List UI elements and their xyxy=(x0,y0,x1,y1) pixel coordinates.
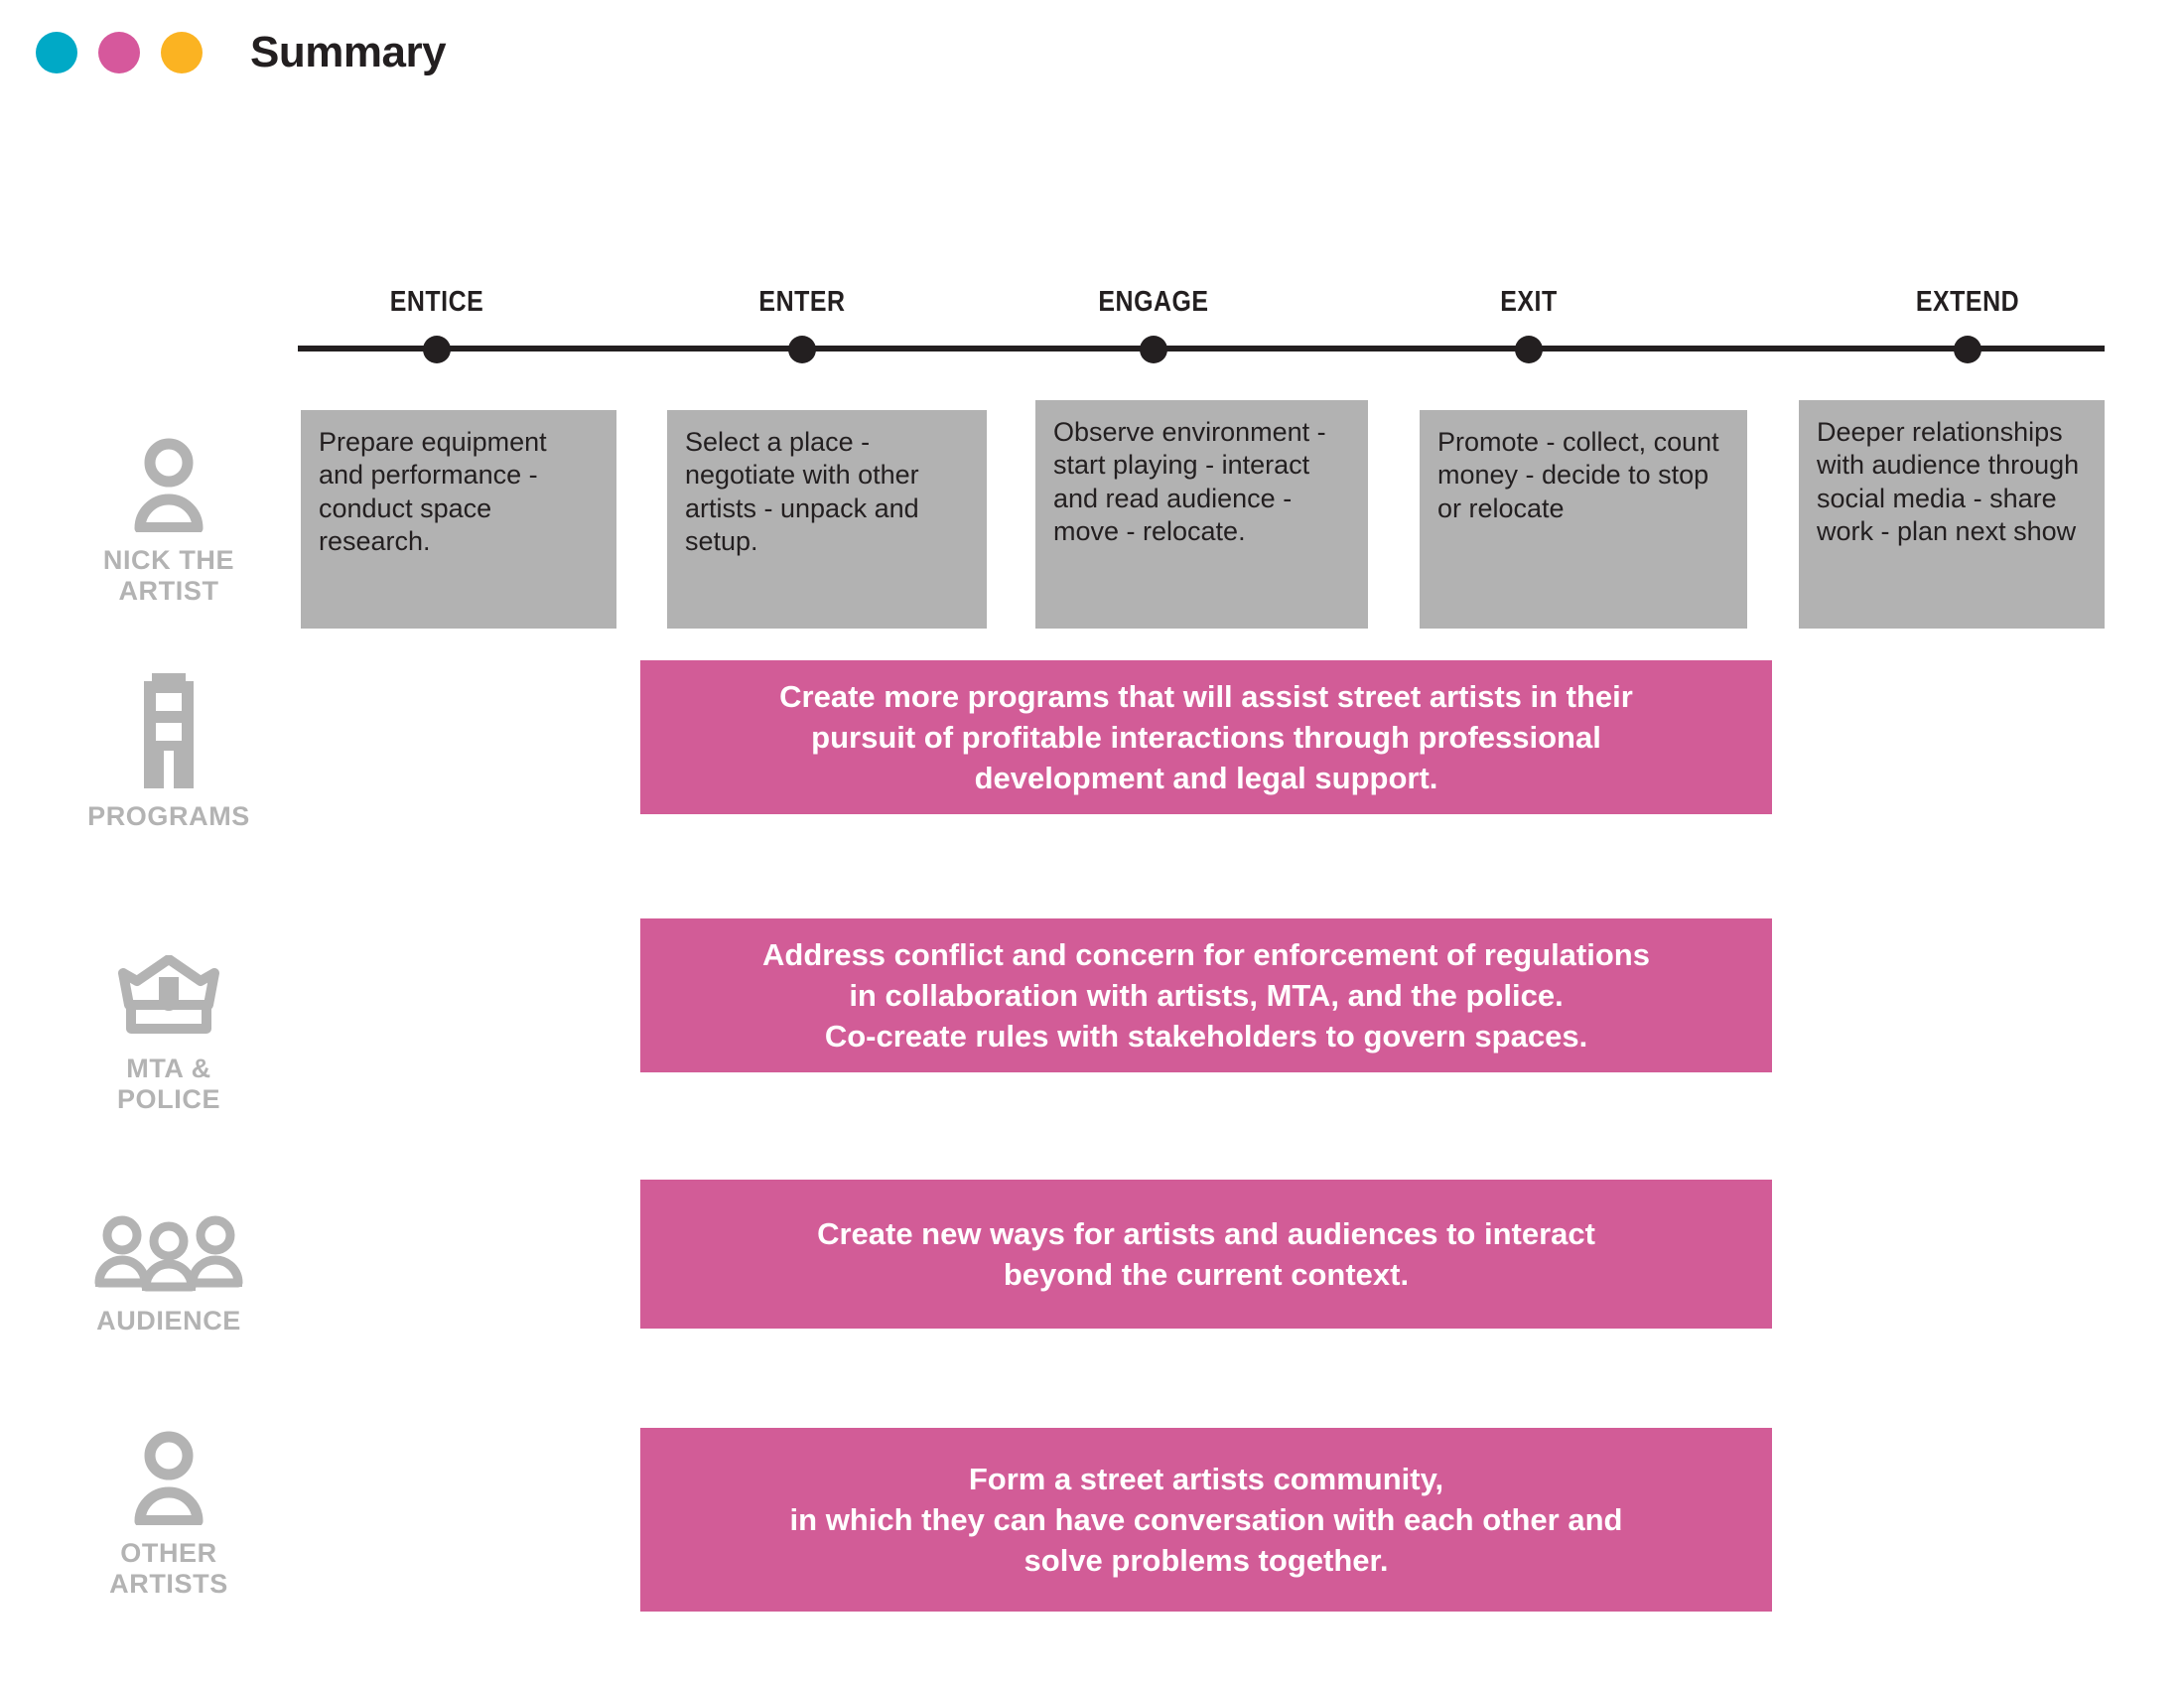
timeline-stage-exit[interactable]: EXIT xyxy=(1370,288,1688,363)
recommendation-audience: Create new ways for artists and audience… xyxy=(640,1180,1772,1329)
journey-cell-exit: Promote - collect, count money - decide … xyxy=(1420,410,1747,629)
timeline-stage-engage[interactable]: ENGAGE xyxy=(995,288,1312,363)
timeline-stage-extend[interactable]: EXTEND xyxy=(1809,288,2126,363)
timeline-node-icon xyxy=(788,336,816,363)
row-header-other-artists: OTHER ARTISTS xyxy=(60,1430,278,1600)
person-icon xyxy=(60,1430,278,1530)
row-label-line-1: PROGRAMS xyxy=(87,801,250,831)
journey-cell-text: Prepare equipment and performance - cond… xyxy=(319,427,547,557)
dot-pink-icon xyxy=(98,32,140,73)
row-label-other-artists: OTHER ARTISTS xyxy=(60,1538,278,1600)
police-cap-icon xyxy=(60,954,278,1046)
timeline-node-icon xyxy=(1515,336,1543,363)
row-label-audience: AUDIENCE xyxy=(60,1306,278,1336)
journey-cell-engage: Observe environment - start playing - in… xyxy=(1035,400,1368,629)
recommendation-text: Form a street artists community, in whic… xyxy=(789,1461,1623,1579)
row-header-audience: AUDIENCE xyxy=(60,1213,278,1336)
row-header-programs: PROGRAMS xyxy=(60,667,278,832)
people-group-icon xyxy=(60,1213,278,1298)
timeline-node-icon xyxy=(1140,336,1167,363)
timeline-stage-label: EXTEND xyxy=(1915,286,2020,318)
page-title: Summary xyxy=(250,28,447,76)
recommendation-text: Create new ways for artists and audience… xyxy=(817,1215,1595,1292)
dot-cyan-icon xyxy=(36,32,77,73)
recommendation-mta-and-police: Address conflict and concern for enforce… xyxy=(640,918,1772,1072)
page-header: Summary xyxy=(36,28,447,77)
row-label-line-2: ARTIST xyxy=(118,575,219,606)
recommendation-text: Create more programs that will assist st… xyxy=(779,678,1633,796)
row-label-line-2: POLICE xyxy=(116,1083,221,1114)
row-label-programs: PROGRAMS xyxy=(60,801,278,832)
journey-cell-enter: Select a place - negotiate with other ar… xyxy=(667,410,987,629)
timeline-axis xyxy=(298,346,2105,352)
journey-cell-text: Observe environment - start playing - in… xyxy=(1053,417,1326,547)
timeline-node-icon xyxy=(423,336,451,363)
dot-yellow-icon xyxy=(161,32,203,73)
journey-cell-text: Select a place - negotiate with other ar… xyxy=(685,427,919,557)
row-label-line-1: OTHER xyxy=(120,1538,217,1568)
row-label-mta-and-police: MTA & POLICE xyxy=(60,1054,278,1115)
timeline-stage-label: ENGAGE xyxy=(1098,286,1209,318)
row-label-line-1: AUDIENCE xyxy=(96,1306,241,1336)
row-label-line-1: NICK THE xyxy=(102,545,235,575)
row-header-mta-and-police: MTA & POLICE xyxy=(60,954,278,1115)
journey-timeline: ENTICE ENTER ENGAGE EXIT EXTEND xyxy=(298,288,2105,387)
journey-cell-extend: Deeper relationships with audience throu… xyxy=(1799,400,2105,629)
recommendation-other-artists: Form a street artists community, in whic… xyxy=(640,1428,1772,1612)
timeline-node-icon xyxy=(1954,336,1981,363)
timeline-stage-enter[interactable]: ENTER xyxy=(643,288,961,363)
row-label-line-2: ARTISTS xyxy=(109,1568,228,1599)
journey-cell-entice: Prepare equipment and performance - cond… xyxy=(301,410,616,629)
timeline-stage-label: ENTER xyxy=(758,286,846,318)
row-label-nick-the-artist: NICK THE ARTIST xyxy=(60,545,278,607)
person-icon xyxy=(60,437,278,537)
timeline-stage-label: ENTICE xyxy=(389,286,484,318)
row-label-line-1: MTA & xyxy=(126,1054,211,1083)
timeline-stage-label: EXIT xyxy=(1500,286,1558,318)
row-header-nick-the-artist: NICK THE ARTIST xyxy=(60,437,278,607)
recommendation-programs: Create more programs that will assist st… xyxy=(640,660,1772,814)
journey-cell-text: Promote - collect, count money - decide … xyxy=(1437,427,1719,523)
journey-cell-text: Deeper relationships with audience throu… xyxy=(1817,417,2080,547)
timeline-stage-entice[interactable]: ENTICE xyxy=(278,288,596,363)
building-icon xyxy=(60,667,278,793)
recommendation-text: Address conflict and concern for enforce… xyxy=(762,936,1650,1055)
